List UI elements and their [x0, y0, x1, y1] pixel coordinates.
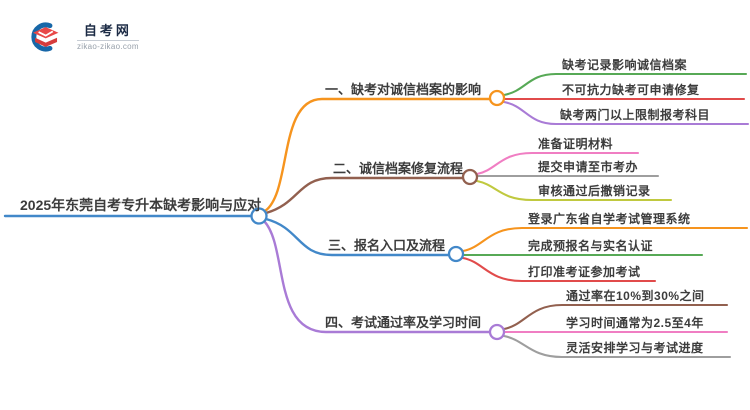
branch-1-connector: [263, 97, 491, 213]
leaf-4-3-connector: [502, 334, 732, 359]
branch-4-connector: [262, 219, 491, 334]
leaf-2-3-connector: [475, 179, 673, 202]
leaf-1-3-connector: [502, 100, 750, 126]
leaf-4-3-label: 灵活安排学习与考试进度: [566, 341, 704, 355]
leaf-3-1-label: 登录广东省自学考试管理系统: [528, 212, 691, 226]
leaf-2-1-label: 准备证明材料: [538, 137, 614, 151]
logo-domain: zikao-zikao.com: [77, 42, 139, 51]
root-topic: 2025年东莞自考专升本缺考影响与应对: [20, 197, 262, 213]
leaf-1-1-label: 缺考记录影响诚信档案: [562, 58, 688, 72]
leaf-2-1-connector: [475, 151, 640, 176]
site-logo[interactable]: 自考网 zikao-zikao.com: [28, 20, 139, 54]
leaf-3-1-connector: [461, 226, 749, 253]
logo-divider: [77, 40, 139, 41]
leaf-4-2-label: 学习时间通常为2.5至4年: [566, 316, 704, 330]
leaf-2-2-label: 提交申请至市考办: [538, 160, 639, 174]
leaf-4-1-connector: [502, 303, 729, 331]
branch-2-node-circle: [461, 168, 479, 186]
branch-3-node-circle: [447, 245, 465, 263]
branch-1-label: 一、缺考对诚信档案的影响: [325, 82, 482, 97]
branch-2-label: 二、诚信档案修复流程: [333, 161, 464, 176]
branch-2-connector: [264, 176, 464, 215]
branch-1-node-circle: [488, 89, 506, 107]
logo-graduation-cap-icon: [31, 22, 59, 52]
leaf-4-1-label: 通过率在10%到30%之间: [566, 289, 705, 303]
leaf-2-3-label: 审核通过后撤销记录: [538, 184, 651, 198]
branch-3-connector: [264, 217, 450, 257]
leaf-3-3-label: 打印准考证参加考试: [528, 265, 641, 279]
logo-title: 自考网: [83, 23, 132, 38]
leaf-1-2-label: 不可抗力缺考可申请修复: [562, 83, 700, 97]
branch-4-label: 四、考试通过率及学习时间: [325, 315, 482, 330]
root-node-circle: [250, 207, 268, 225]
leaf-1-1-connector: [502, 72, 748, 97]
leaf-1-3-label: 缺考两门以上限制报考科目: [560, 108, 711, 122]
leaf-3-2-label: 完成预报名与实名认证: [528, 239, 654, 253]
branch-3-label: 三、报名入口及流程: [328, 238, 446, 253]
branch-4-node-circle: [488, 323, 506, 341]
leaf-3-3-connector: [461, 256, 657, 283]
logo-text: 自考网 zikao-zikao.com: [77, 23, 139, 51]
